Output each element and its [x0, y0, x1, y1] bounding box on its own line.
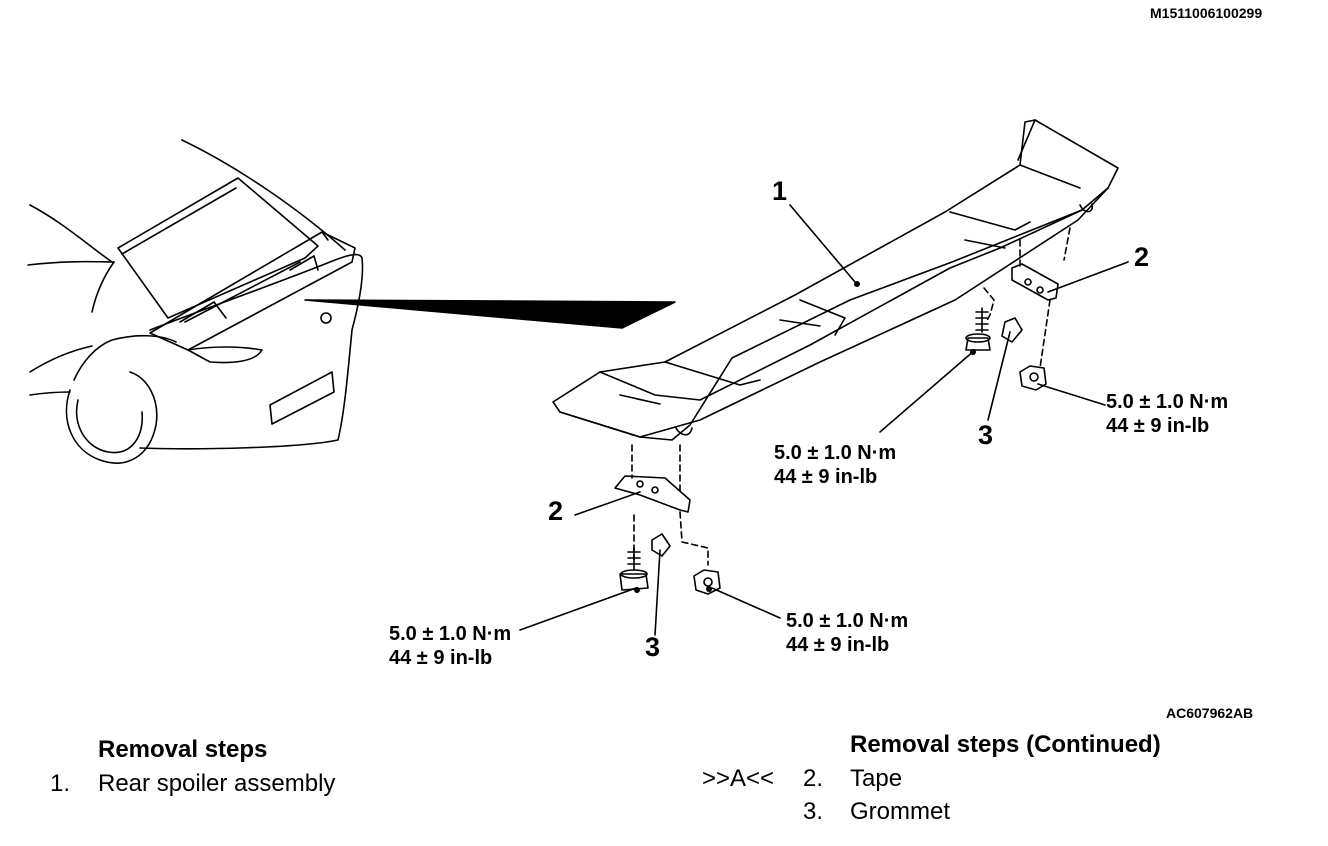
rear-spoiler-assembly — [552, 119, 1119, 441]
torque-spec-right-nut: 5.0 ± 1.0 N·m 44 ± 9 in-lb — [1106, 390, 1228, 438]
document-code: M1511006100299 — [1150, 5, 1263, 21]
step-label: Grommet — [850, 798, 951, 825]
torque-value-imperial: 44 ± 9 in-lb — [774, 466, 878, 488]
leader-lines — [519, 204, 1129, 636]
car-rear-illustration — [27, 139, 364, 464]
callout-grommet-right: 3 — [978, 420, 994, 450]
torque-value: 5.0 ± 1.0 N·m — [774, 442, 897, 464]
step-label: Rear spoiler assembly — [98, 770, 336, 797]
torque-value: 5.0 ± 1.0 N·m — [786, 610, 909, 632]
removal-steps-continued-heading: Removal steps (Continued) — [850, 731, 1161, 758]
torque-value: 5.0 ± 1.0 N·m — [389, 623, 512, 645]
torque-value-imperial: 44 ± 9 in-lb — [786, 634, 890, 656]
callout-tape-right: 2 — [1134, 242, 1150, 272]
right-fixings — [965, 227, 1071, 391]
left-fixings — [614, 444, 721, 595]
torque-value-imperial: 44 ± 9 in-lb — [1106, 415, 1210, 437]
callout-tape-left: 2 — [548, 496, 564, 526]
torque-spec-left-bolt: 5.0 ± 1.0 N·m 44 ± 9 in-lb — [389, 622, 511, 670]
pointer-wedge — [304, 299, 676, 329]
torque-spec-right-bolt: 5.0 ± 1.0 N·m 44 ± 9 in-lb — [774, 441, 896, 489]
step-label: Tape — [850, 765, 903, 792]
torque-spec-left-nut: 5.0 ± 1.0 N·m 44 ± 9 in-lb — [786, 609, 908, 657]
step-number: 3. — [803, 798, 824, 825]
removal-steps-heading: Removal steps — [98, 736, 268, 763]
illustration-code: AC607962AB — [1166, 705, 1254, 721]
torque-value-imperial: 44 ± 9 in-lb — [389, 647, 493, 669]
callout-grommet-left: 3 — [645, 632, 661, 662]
step-number: 2. — [803, 765, 824, 792]
step-number: 1. — [50, 770, 71, 797]
procedure-marker: >>A<< — [702, 765, 775, 792]
torque-value: 5.0 ± 1.0 N·m — [1106, 391, 1229, 413]
callout-spoiler: 1 — [772, 176, 788, 206]
